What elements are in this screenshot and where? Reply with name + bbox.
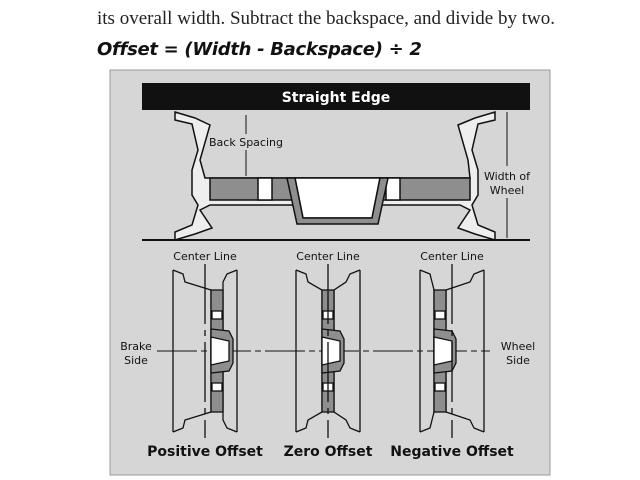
width-of-wheel-label-2: Wheel [490, 184, 524, 197]
wheel-cross-section [174, 110, 496, 242]
straight-edge-label: Straight Edge [282, 90, 391, 106]
offset-label: Negative Offset [390, 444, 514, 460]
wheel-side-label-1: Wheel [501, 340, 535, 353]
body-text-line: its overall width. Subtract the backspac… [97, 8, 555, 29]
brake-side-label-1: Brake [120, 340, 152, 353]
straight-edge-bar [142, 83, 530, 110]
back-spacing-label: Back Spacing [209, 136, 283, 149]
offset-label: Positive Offset [147, 444, 263, 460]
wheel-side-label-2: Side [506, 354, 530, 367]
offset-formula: Offset = (Width - Backspace) ÷ 2 [97, 39, 422, 60]
offset-label: Zero Offset [284, 444, 373, 460]
center-line-label: Center Line [296, 250, 360, 263]
brake-side-label-2: Side [124, 354, 148, 367]
center-line-label: Center Line [173, 250, 237, 263]
center-line-label: Center Line [420, 250, 484, 263]
width-of-wheel-label-1: Width of [484, 170, 531, 183]
